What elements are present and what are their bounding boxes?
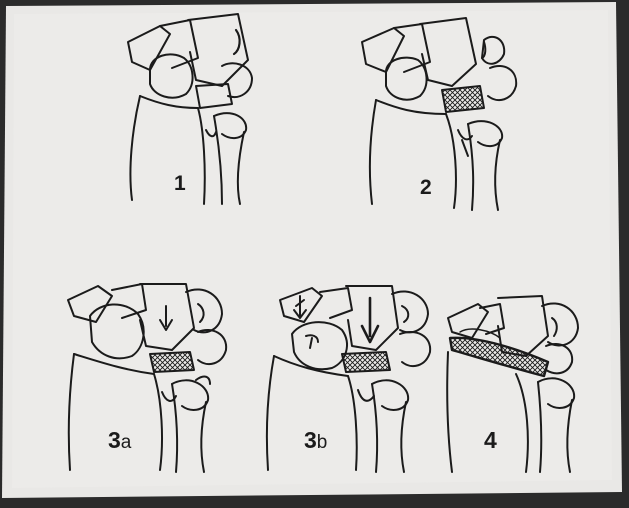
panel-label-3b-sub: b — [317, 432, 328, 453]
panel-label-2: 2 — [420, 176, 432, 199]
panel-label-1: 1 — [174, 172, 186, 195]
panel-label-3a-main: 3 — [108, 427, 121, 453]
panel-label-3a-sub: a — [121, 432, 132, 453]
panel-label-4: 4 — [484, 427, 497, 453]
panel-label-3b-main: 3 — [304, 427, 317, 453]
